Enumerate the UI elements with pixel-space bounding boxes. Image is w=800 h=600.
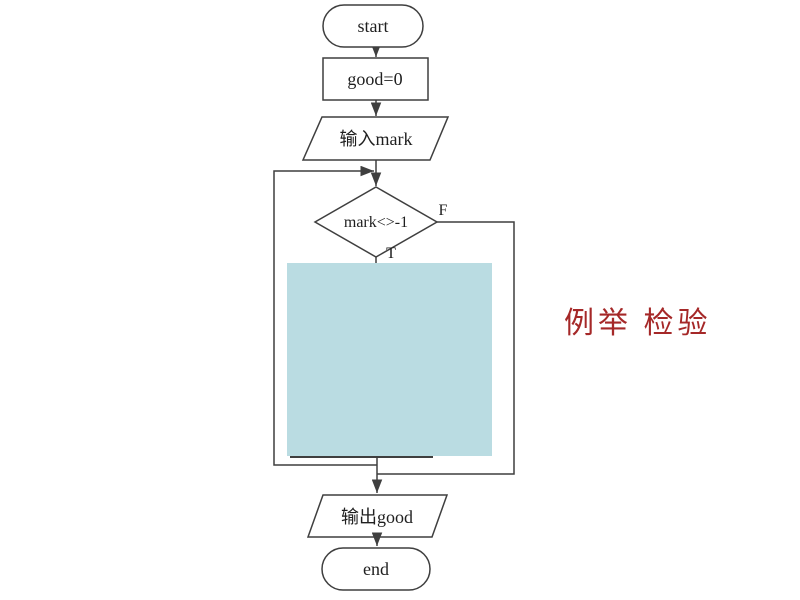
start-label: start: [358, 16, 389, 36]
loop-body-overlay: [287, 263, 492, 456]
input-parallelogram-shape: [301, 116, 450, 161]
input-label: 输入mark: [340, 129, 413, 149]
annotation-text: 例举 检验: [564, 307, 712, 340]
branch-true-label: T: [386, 245, 396, 262]
output-label: 输出good: [341, 507, 413, 527]
decision-diamond-shape: [313, 186, 439, 258]
init-label: good=0: [347, 69, 402, 89]
connector-decision-false: [377, 221, 515, 475]
output-parallelogram-shape: [306, 494, 449, 538]
branch-false-label: F: [439, 202, 448, 219]
end-terminator-shape: [321, 547, 431, 591]
decision-label: mark<>-1: [344, 214, 408, 231]
start-terminator-shape: [322, 4, 424, 48]
connector-loop-return: [273, 165, 377, 466]
end-label: end: [363, 559, 389, 579]
init-process-shape: [322, 57, 429, 101]
